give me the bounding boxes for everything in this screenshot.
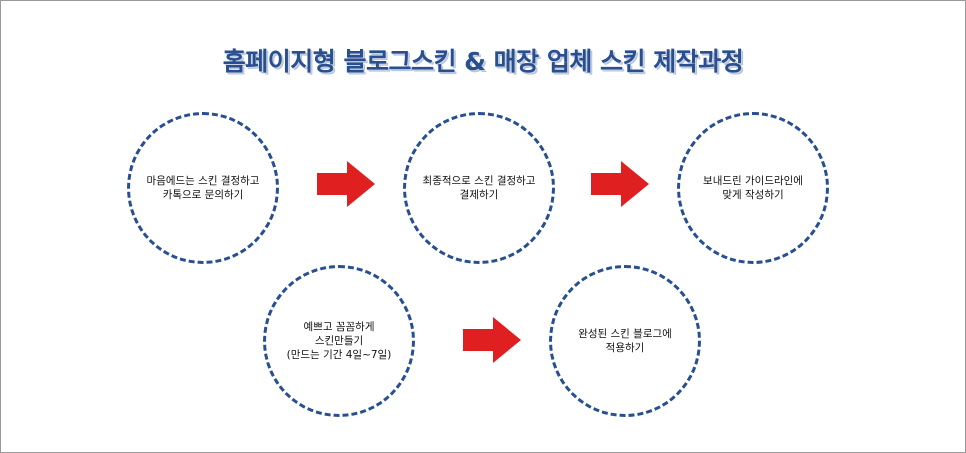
step-2-text: 최종적으로 스킨 결정하고 결제하기 bbox=[422, 175, 536, 201]
step-5-text: 완성된 스킨 블로그에 적용하기 bbox=[578, 328, 672, 354]
right-arrow-icon bbox=[317, 161, 375, 207]
step-3-circle: 보내드린 가이드라인에 맞게 작성하기 bbox=[677, 112, 829, 264]
step-2-circle: 최종적으로 스킨 결정하고 결제하기 bbox=[403, 112, 555, 264]
step-5-circle: 완성된 스킨 블로그에 적용하기 bbox=[549, 265, 701, 417]
step-3-text: 보내드린 가이드라인에 맞게 작성하기 bbox=[703, 175, 803, 201]
step-1-text: 마음에드는 스킨 결정하고 카톡으로 문의하기 bbox=[146, 175, 260, 201]
step-4-circle: 예쁘고 꼼꼼하게 스킨만들기 (만드는 기간 4일~7일) bbox=[263, 265, 415, 417]
step-1-circle: 마음에드는 스킨 결정하고 카톡으로 문의하기 bbox=[127, 112, 279, 264]
step-4-text: 예쁘고 꼼꼼하게 스킨만들기 (만드는 기간 4일~7일) bbox=[286, 321, 392, 361]
page-title: 홈페이지형 블로그스킨 & 매장 업체 스킨 제작과정 bbox=[222, 47, 744, 76]
right-arrow-icon bbox=[591, 161, 649, 207]
right-arrow-icon bbox=[463, 317, 521, 363]
